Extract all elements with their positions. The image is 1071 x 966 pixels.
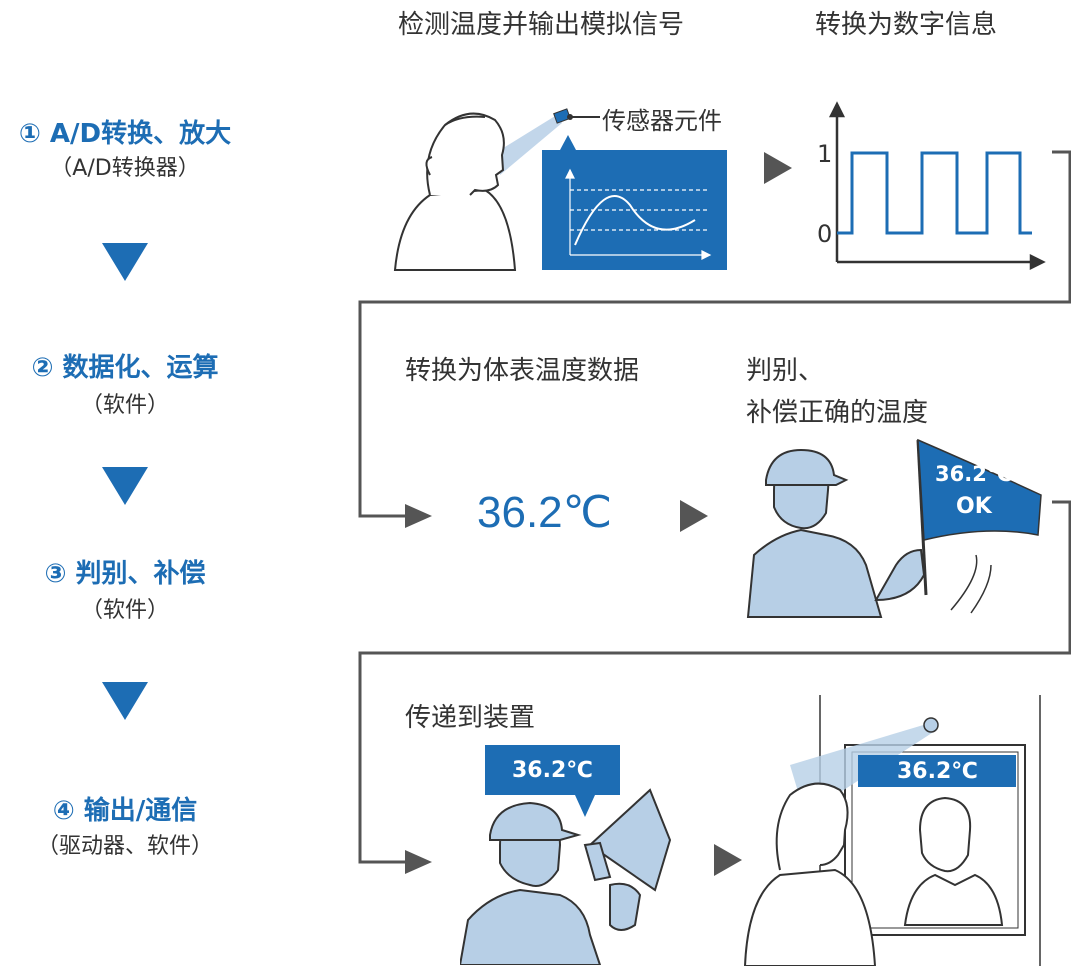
header-detect: 检测温度并输出模拟信号 (398, 10, 685, 40)
display-device-illustration (743, 695, 1041, 966)
down-arrow-icon (102, 682, 148, 720)
step-2-title: ② 数据化、运算 (31, 353, 219, 383)
speech-bubble (485, 745, 620, 817)
step-1-sub: （A/D转换器） (50, 156, 200, 181)
transmit-label: 传递到装置 (405, 703, 536, 733)
step-2-sub: （软件） (80, 393, 169, 418)
step-3-sub: （软件） (80, 598, 169, 623)
convert-body-temp-label: 转换为体表温度数据 (405, 356, 640, 386)
body-temperature-value: 36.2℃ (477, 488, 613, 537)
down-arrow-icon (102, 243, 148, 281)
header-convert: 转换为数字信息 (815, 10, 998, 40)
worker-with-flag-illustration (746, 438, 1042, 618)
flag-ok: OK (956, 494, 992, 519)
analog-sensing-illustration (393, 108, 727, 271)
signal-high-label: 1 (817, 140, 833, 168)
worker-with-megaphone-illustration (460, 788, 672, 965)
step-1-title: ① A/D转换、放大 (18, 119, 232, 149)
step-4-sub: （驱动器、软件） (36, 834, 213, 859)
judge-label-line1: 判别、 (746, 356, 825, 386)
bubble-temperature: 36.2℃ (512, 758, 593, 783)
step-3-title: ③ 判别、补偿 (44, 559, 206, 589)
down-arrow-icon (102, 467, 148, 505)
screen-temperature: 36.2℃ (897, 759, 978, 784)
sensor-label: 传感器元件 (602, 107, 722, 135)
step-4-title: ④ 输出/通信 (52, 796, 198, 826)
signal-low-label: 0 (817, 220, 833, 248)
flag-temperature: 36.2℃ (935, 462, 1013, 486)
digital-signal-chart (828, 101, 1046, 271)
judge-label-line2: 补偿正确的温度 (746, 398, 929, 428)
